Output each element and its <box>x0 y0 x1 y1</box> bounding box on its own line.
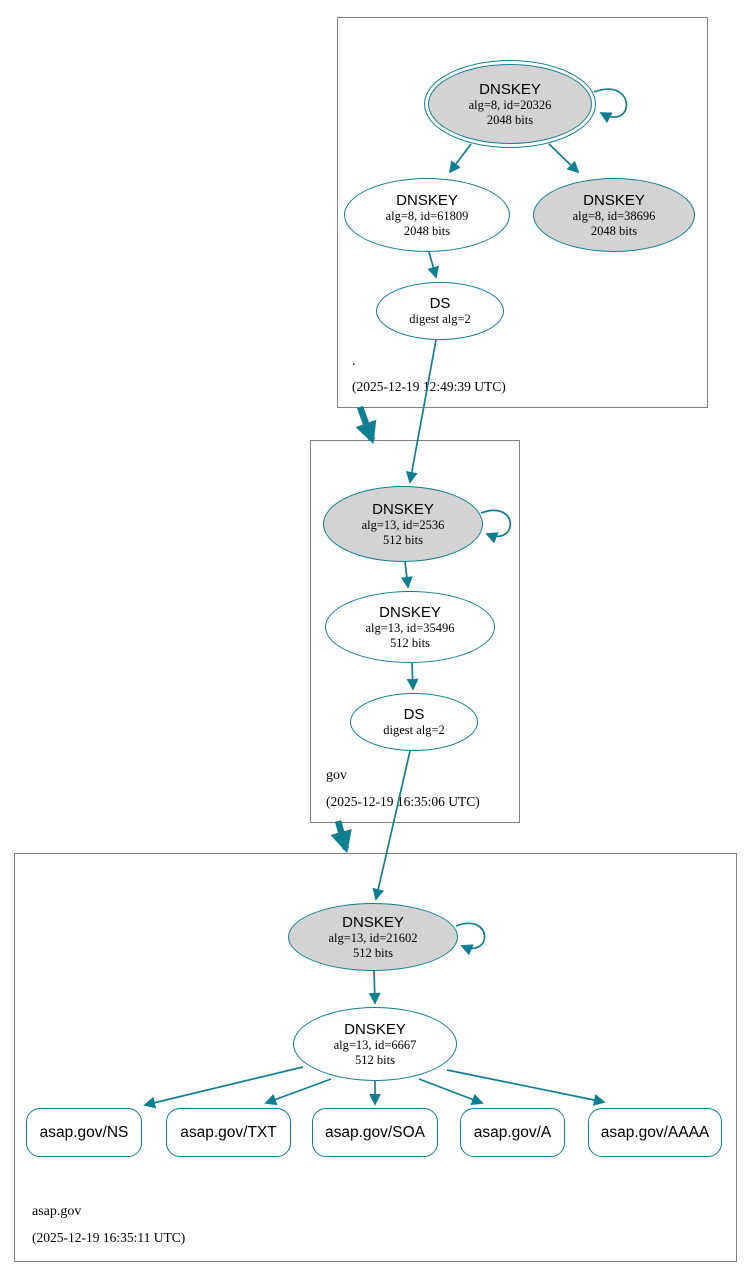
rrset-asap-gov-soa: asap.gov/SOA <box>312 1108 438 1157</box>
node-title: DNSKEY <box>583 191 645 209</box>
node-detail: alg=13, id=2536 <box>361 517 445 532</box>
node-root-ksk-dnskey-20326: DNSKEY alg=8, id=20326 2048 bits <box>424 60 596 148</box>
node-gov-zsk-dnskey-35496: DNSKEY alg=13, id=35496 512 bits <box>325 591 495 663</box>
node-detail: alg=13, id=21602 <box>328 930 418 945</box>
rrset-label: asap.gov/SOA <box>325 1123 425 1141</box>
node-asap-zsk-dnskey-6667: DNSKEY alg=13, id=6667 512 bits <box>293 1007 457 1081</box>
node-title: DNSKEY <box>479 80 541 98</box>
node-gov-ds: DS digest alg=2 <box>350 693 478 751</box>
node-detail: 2048 bits <box>486 112 534 127</box>
node-detail: digest alg=2 <box>383 723 445 738</box>
node-detail: alg=8, id=20326 <box>468 97 552 112</box>
rrset-label: asap.gov/A <box>473 1123 552 1141</box>
node-detail: alg=13, id=6667 <box>333 1037 417 1052</box>
node-title: DNSKEY <box>342 913 404 931</box>
node-detail: 512 bits <box>383 532 423 547</box>
node-detail: alg=13, id=35496 <box>365 620 455 635</box>
node-title: DNSKEY <box>379 603 441 621</box>
rrset-asap-gov-a: asap.gov/A <box>460 1108 565 1157</box>
node-root-ksk-inner: DNSKEY alg=8, id=20326 2048 bits <box>428 64 592 144</box>
node-root-dnskey-38696: DNSKEY alg=8, id=38696 2048 bits <box>533 178 695 252</box>
zone-timestamp-asap-gov: (2025-12-19 16:35:11 UTC) <box>32 1230 186 1245</box>
rrset-label: asap.gov/NS <box>39 1123 129 1141</box>
node-detail: 2048 bits <box>403 223 451 238</box>
node-title: DS <box>403 706 425 723</box>
rrset-label: asap.gov/TXT <box>180 1123 277 1141</box>
edge-root-to-gov-delegation <box>355 405 377 445</box>
node-detail: 512 bits <box>353 945 393 960</box>
node-asap-ksk-dnskey-21602: DNSKEY alg=13, id=21602 512 bits <box>288 903 458 971</box>
node-detail: 512 bits <box>390 635 430 650</box>
node-detail: 2048 bits <box>590 223 638 238</box>
node-title: DNSKEY <box>344 1020 406 1038</box>
node-title: DNSKEY <box>372 500 434 518</box>
rrset-asap-gov-aaaa: asap.gov/AAAA <box>588 1108 722 1157</box>
node-detail: digest alg=2 <box>409 312 471 327</box>
node-detail: 512 bits <box>355 1052 395 1067</box>
edge-gov-to-asap-delegation <box>330 820 352 854</box>
rrset-label: asap.gov/AAAA <box>600 1123 710 1141</box>
node-gov-ksk-dnskey-2536: DNSKEY alg=13, id=2536 512 bits <box>323 486 483 562</box>
rrset-asap-gov-ns: asap.gov/NS <box>26 1108 142 1157</box>
node-detail: alg=8, id=61809 <box>385 208 469 223</box>
zone-timestamp-gov: (2025-12-19 16:35:06 UTC) <box>326 794 480 809</box>
zone-timestamp-root: (2025-12-19 12:49:39 UTC) <box>352 379 506 394</box>
node-detail: alg=8, id=38696 <box>572 208 656 223</box>
node-title: DNSKEY <box>396 191 458 209</box>
node-root-zsk-dnskey-61809: DNSKEY alg=8, id=61809 2048 bits <box>344 178 510 252</box>
zone-label-asap-gov: asap.gov <box>32 1204 82 1219</box>
rrset-asap-gov-txt: asap.gov/TXT <box>166 1108 291 1157</box>
zone-label-gov: gov <box>326 768 347 783</box>
node-root-ds: DS digest alg=2 <box>376 282 504 340</box>
node-title: DS <box>429 295 451 312</box>
zone-label-root: . <box>352 354 356 369</box>
